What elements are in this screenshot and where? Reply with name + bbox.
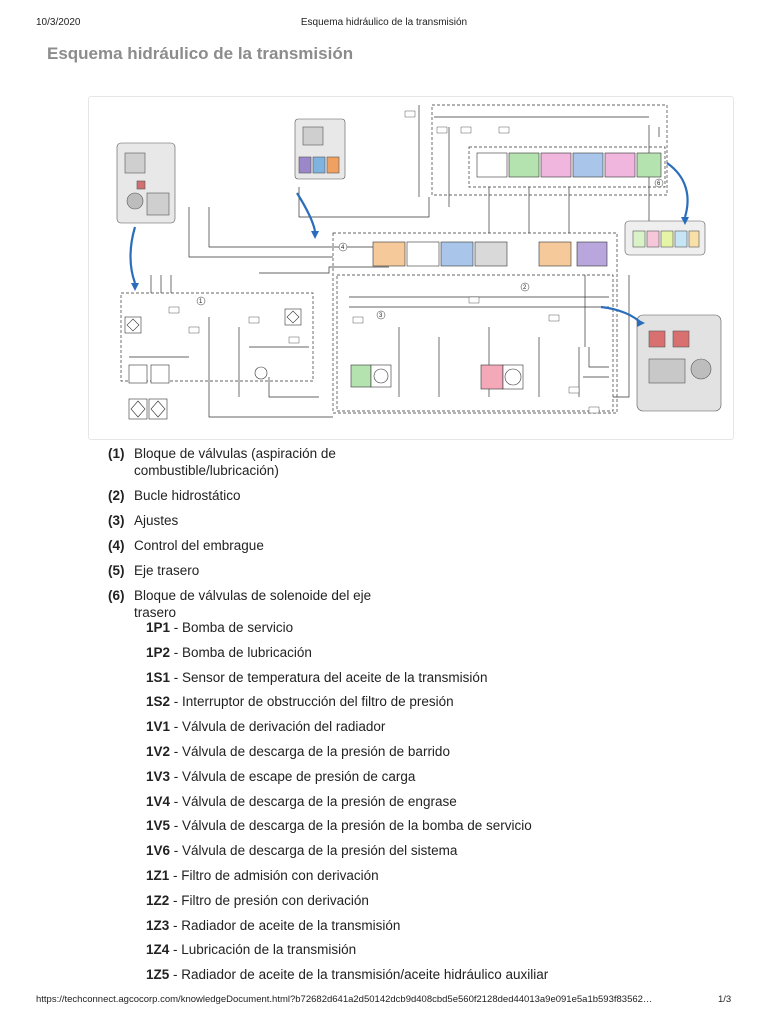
legend-item: (4) Control del embrague — [108, 537, 408, 554]
legend-number: (3) — [108, 513, 125, 528]
component-code: 1S2 — [146, 694, 171, 710]
zone-label-6: 6 — [657, 181, 661, 187]
legend-text: Ajustes — [134, 513, 179, 528]
legend-item: (6) Bloque de válvulas de solenoide del … — [108, 587, 408, 621]
component-code: 1Z5 — [146, 967, 170, 983]
legend-text: Control del embrague — [134, 538, 264, 553]
hydraulic-schematic-figure: 1 2 3 4 6 — [88, 96, 734, 440]
arrowheads — [131, 217, 689, 327]
component-item: 1Z2 - Filtro de presión con derivación — [146, 892, 706, 917]
component-code: 1P1 — [146, 620, 171, 635]
solenoid-block-outline — [431, 104, 668, 196]
component-description: - Lubricación de la transmisión — [169, 942, 357, 958]
component-item: 1Z3 - Radiador de aceite de la transmisi… — [146, 917, 706, 942]
footer-url-link[interactable]: https://techconnect.agcocorp.com/knowled… — [36, 994, 653, 1005]
component-description: - Válvula de descarga de la presión de e… — [170, 793, 457, 809]
solenoid-block-3d-illustration — [294, 118, 346, 180]
legend-number: (1) — [108, 446, 125, 461]
zone-label-4: 4 — [341, 245, 345, 251]
component-item: 1P1 - Bomba de servicio — [146, 619, 706, 644]
component-item: 1V1 - Válvula de derivación del radiador — [146, 718, 706, 743]
component-description: - Filtro de presión con derivación — [169, 892, 369, 908]
legend-item: (1) Bloque de válvulas (aspiración de co… — [108, 445, 408, 479]
clutch-control-valve-row — [372, 241, 608, 267]
valve-block-1-outline — [120, 292, 314, 382]
valve-block-3d-illustration — [116, 142, 176, 224]
component-description: - Válvula de descarga de la presión del … — [170, 843, 458, 859]
legend-item: (5) Eje trasero — [108, 562, 408, 579]
component-item: 1S2 - Interruptor de obstrucción del fil… — [146, 693, 706, 718]
component-tags — [168, 110, 600, 414]
component-description: - Válvula de descarga de la presión de l… — [170, 818, 532, 834]
component-code: 1V3 — [146, 768, 171, 784]
component-code: 1Z3 — [146, 917, 170, 933]
legend-number: (2) — [108, 488, 125, 503]
legend-text: Bucle hidrostático — [134, 488, 241, 503]
legend-number: (6) — [108, 588, 125, 603]
hydrostatic-loop-outline — [336, 274, 614, 412]
transmission-3d-illustration — [636, 314, 722, 412]
component-item: 1V4 - Válvula de descarga de la presión … — [146, 793, 706, 818]
component-code: 1Z1 — [146, 867, 170, 883]
rear-axle-valves-3d-illustration — [624, 220, 706, 256]
component-item: 1V6 - Válvula de descarga de la presión … — [146, 842, 706, 867]
component-item: 1Z4 - Lubricación de la transmisión — [146, 941, 706, 966]
component-item: 1S1 - Sensor de temperatura del aceite d… — [146, 669, 706, 694]
hydrostatic-motor-units — [350, 364, 524, 390]
zone-labels: 1 2 3 4 6 — [196, 178, 664, 320]
component-code: 1Z2 — [146, 892, 170, 908]
hydraulic-schematic-diagram: 1 2 3 4 6 — [116, 104, 722, 420]
component-code: 1Z4 — [146, 942, 170, 958]
print-date: 10/3/2020 — [36, 17, 81, 28]
footer-page-number: 1/3 — [718, 994, 732, 1005]
component-description: - Bomba de lubricación — [170, 644, 312, 660]
component-description: - Radiador de aceite de la transmisión — [169, 917, 401, 933]
component-code: 1V1 — [146, 719, 171, 735]
print-header-title: Esquema hidráulico de la transmisión — [300, 17, 468, 28]
component-description: - Radiador de aceite de la transmisión/a… — [169, 967, 549, 983]
legend-text: Bloque de válvulas de solenoide del eje … — [134, 588, 372, 620]
component-item: 1Z5 - Radiador de aceite de la transmisi… — [146, 966, 706, 991]
component-item: 1P2 - Bomba de lubricación — [146, 644, 706, 669]
component-code-list: 1P1 - Bomba de servicio 1P2 - Bomba de l… — [146, 619, 706, 991]
component-description: - Filtro de admisión con derivación — [169, 867, 379, 883]
component-description: - Válvula de descarga de la presión de b… — [170, 743, 450, 759]
legend-number: (4) — [108, 538, 125, 553]
component-description: - Interruptor de obstrucción del filtro … — [170, 694, 454, 710]
component-description: - Bomba de servicio — [170, 620, 294, 635]
solenoid-valve-row-top — [476, 152, 662, 178]
filter-and-pump-symbols — [124, 308, 302, 420]
legend-text: Bloque de válvulas (aspiración de combus… — [134, 446, 336, 478]
component-description: - Válvula de derivación del radiador — [170, 719, 386, 735]
component-code: 1P2 — [146, 644, 171, 660]
component-code: 1V5 — [146, 818, 171, 834]
component-description: - Válvula de escape de presión de carga — [170, 768, 416, 784]
component-item: 1Z1 - Filtro de admisión con derivación — [146, 867, 706, 892]
component-item: 1V2 - Válvula de descarga de la presión … — [146, 743, 706, 768]
component-item: 1V3 - Válvula de escape de presión de ca… — [146, 768, 706, 793]
legend-item: (2) Bucle hidrostático — [108, 487, 408, 504]
component-description: - Sensor de temperatura del aceite de la… — [170, 669, 488, 685]
zone-label-1: 1 — [199, 299, 203, 305]
clutch-control-outline — [332, 232, 618, 414]
component-code: 1V6 — [146, 843, 171, 859]
component-code: 1S1 — [146, 669, 171, 685]
zone-label-2: 2 — [523, 285, 527, 291]
legend-number: (5) — [108, 563, 125, 578]
document-title: Esquema hidráulico de la transmisión — [47, 44, 354, 63]
component-code: 1V4 — [146, 793, 171, 809]
legend-item: (3) Ajustes — [108, 512, 408, 529]
component-code: 1V2 — [146, 743, 171, 759]
zone-label-3: 3 — [379, 313, 383, 319]
component-item: 1V5 - Válvula de descarga de la presión … — [146, 817, 706, 842]
legend-text: Eje trasero — [134, 563, 200, 578]
section-legend: (1) Bloque de válvulas (aspiración de co… — [108, 445, 408, 629]
